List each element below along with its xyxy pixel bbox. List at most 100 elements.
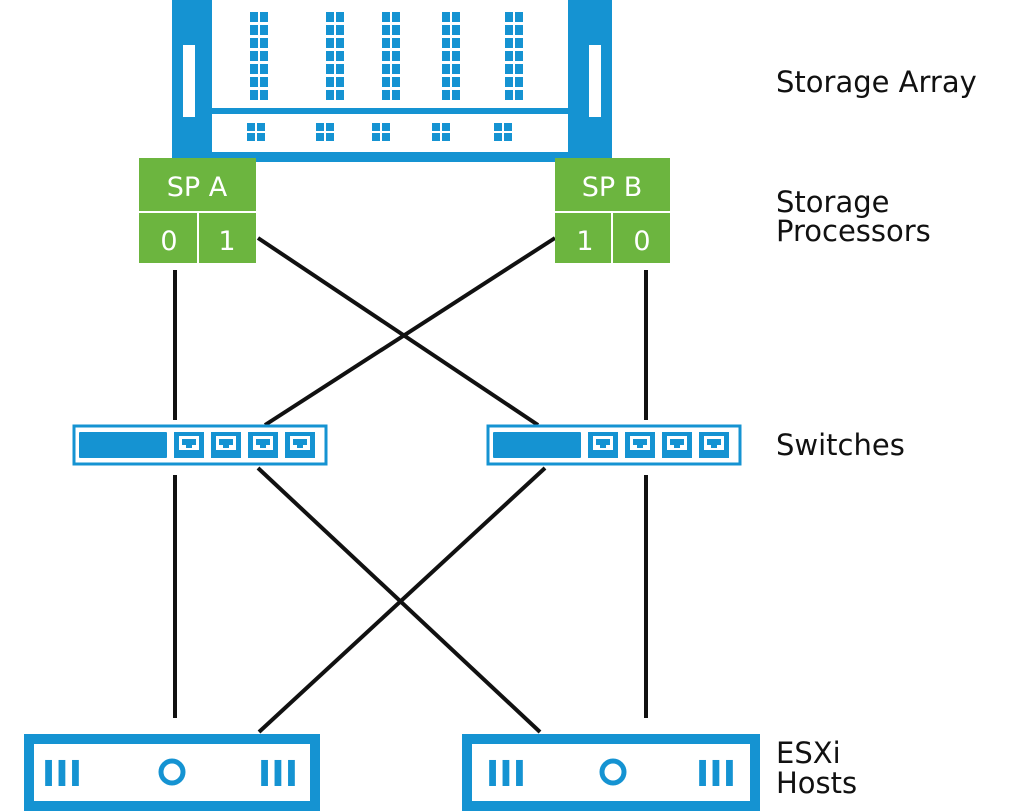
drive-cell <box>382 51 390 61</box>
drive-cell <box>326 77 334 87</box>
drive-cell <box>250 77 258 87</box>
drive-cell <box>392 12 400 22</box>
host-1-bars-left: III <box>42 754 82 795</box>
link-switch2-host1 <box>257 466 547 734</box>
drive-cell <box>336 25 344 35</box>
drive-cell <box>336 51 344 61</box>
drive-cell <box>260 77 268 87</box>
drive-cell <box>382 25 390 35</box>
status-light <box>442 123 450 131</box>
status-light <box>504 123 512 131</box>
switch-1-status-bar <box>79 432 167 458</box>
switch-2-ethernet-port-icon <box>662 432 692 458</box>
storage-array <box>172 0 612 162</box>
drive-cell <box>515 25 523 35</box>
label-esxi-line1: ESXi <box>776 736 841 770</box>
status-light <box>326 123 334 131</box>
drive-cell <box>515 12 523 22</box>
esxi-host-2: III III <box>462 734 760 811</box>
label-switches: Switches <box>776 428 905 462</box>
drive-cell <box>442 77 450 87</box>
drive-cell <box>452 64 460 74</box>
drive-cell <box>505 12 513 22</box>
drive-cell <box>505 38 513 48</box>
drive-cell <box>336 77 344 87</box>
status-light <box>326 133 334 141</box>
switch-1 <box>72 424 328 466</box>
sp-b-port-0: 0 <box>633 226 650 257</box>
array-handle-left <box>183 45 195 117</box>
drive-cell <box>382 64 390 74</box>
host-1-bars-right: III <box>258 754 298 795</box>
drive-cell <box>515 51 523 61</box>
host-2-power-icon <box>599 758 627 786</box>
drive-cell <box>392 51 400 61</box>
drive-cell <box>250 12 258 22</box>
drive-cell <box>260 51 268 61</box>
storage-processor-b: SP B 1 0 <box>555 158 670 263</box>
status-light <box>316 133 324 141</box>
drive-cell <box>250 51 258 61</box>
drive-cell <box>392 25 400 35</box>
drive-cell <box>452 38 460 48</box>
drive-cell <box>505 51 513 61</box>
drive-cell <box>442 51 450 61</box>
drive-cell <box>505 90 513 100</box>
label-storage-processors-line2: Processors <box>776 214 931 248</box>
drive-cell <box>382 77 390 87</box>
switch-2-ethernet-port-icon <box>699 432 729 458</box>
drive-cell <box>250 90 258 100</box>
drive-cell <box>326 12 334 22</box>
host-2-bars-left: III <box>486 754 526 795</box>
drive-cell <box>250 25 258 35</box>
link-switch1-host2 <box>256 466 542 734</box>
host-2-bars-right: III <box>696 754 736 795</box>
drive-cell <box>382 90 390 100</box>
drive-cell <box>260 64 268 74</box>
drive-cell <box>442 90 450 100</box>
switch-2-status-bar <box>493 432 581 458</box>
status-light <box>432 123 440 131</box>
drive-cell <box>442 12 450 22</box>
status-light <box>382 123 390 131</box>
status-light <box>257 133 265 141</box>
status-light <box>257 123 265 131</box>
drive-cell <box>326 51 334 61</box>
drive-cell <box>515 90 523 100</box>
drive-cell <box>505 77 513 87</box>
drive-cell <box>326 38 334 48</box>
drive-cell <box>515 77 523 87</box>
drive-cell <box>260 25 268 35</box>
status-light <box>442 133 450 141</box>
switch-1-ethernet-port-icon <box>248 432 278 458</box>
sp-a-port-1: 1 <box>218 226 235 257</box>
drive-cell <box>452 12 460 22</box>
connection-lines <box>173 236 648 734</box>
drive-cell <box>452 90 460 100</box>
sp-a-name: SP A <box>167 172 228 203</box>
drive-cell <box>336 64 344 74</box>
drive-cell <box>442 38 450 48</box>
drive-cell <box>505 25 513 35</box>
status-light <box>432 133 440 141</box>
status-light <box>494 133 502 141</box>
array-drive-bays <box>250 12 523 100</box>
drive-cell <box>336 90 344 100</box>
drive-cell <box>336 12 344 22</box>
label-esxi-line2: Hosts <box>776 766 858 800</box>
array-handle-right <box>589 45 601 117</box>
drive-cell <box>382 12 390 22</box>
drive-cell <box>392 77 400 87</box>
drive-cell <box>260 38 268 48</box>
esxi-host-1: III III <box>24 734 320 811</box>
sp-a-port-0: 0 <box>160 226 177 257</box>
drive-cell <box>326 64 334 74</box>
drive-cell <box>250 64 258 74</box>
drive-cell <box>260 90 268 100</box>
array-status-lights <box>247 123 512 141</box>
drive-cell <box>326 90 334 100</box>
drive-cell <box>326 25 334 35</box>
status-light <box>372 123 380 131</box>
status-light <box>504 133 512 141</box>
link-spa1-switch2 <box>256 236 540 427</box>
